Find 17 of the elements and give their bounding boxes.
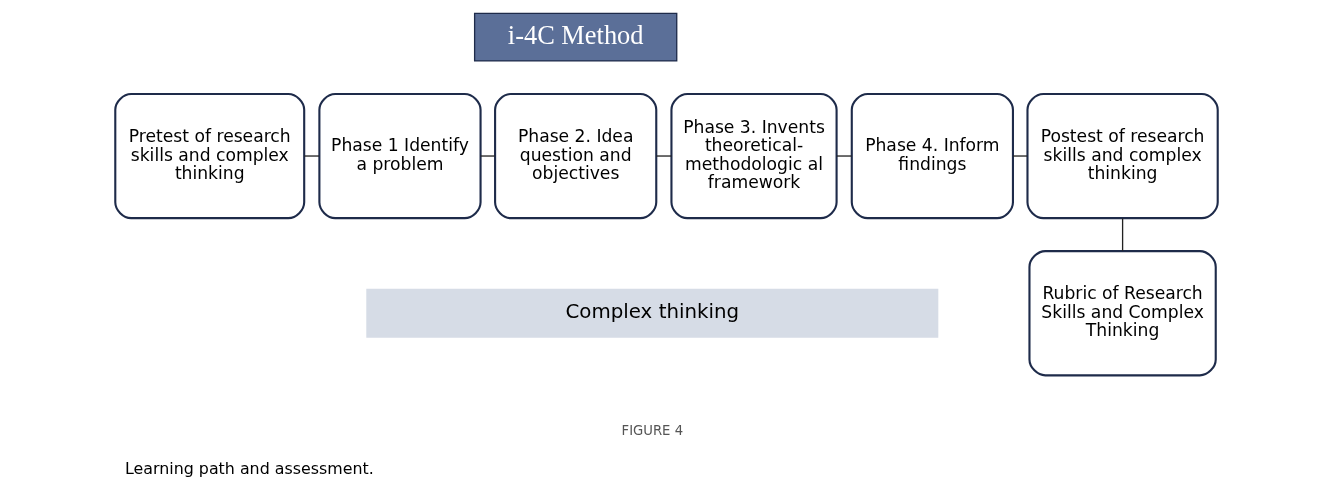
- node-box: Phase 3. Invents theoretical-methodologic al framework: [670, 92, 838, 220]
- connector: [303, 155, 320, 157]
- node-box: Phase 1 Identify a problem: [318, 92, 482, 220]
- node-box: Phase 4. Inform findings: [850, 92, 1014, 220]
- node-box: Postest of research skills and complex thinking: [1026, 92, 1219, 220]
- node-box: Pretest of research skills and complex thinking: [114, 92, 306, 220]
- label: FIGURE 4: [621, 423, 684, 439]
- connector: [479, 155, 496, 157]
- connector: [655, 155, 672, 157]
- caption: Learning path and assessment.: [125, 458, 374, 478]
- connector: [1012, 155, 1028, 157]
- connector: [836, 155, 853, 157]
- connector: [1121, 217, 1124, 252]
- node-box: Complex thinking: [366, 288, 939, 338]
- node-box: i-4C Method: [473, 12, 678, 62]
- node-box: Rubric of Research Skills and Complex Thinking: [1028, 250, 1217, 377]
- node-box: Phase 2. Idea question and objectives: [494, 92, 658, 220]
